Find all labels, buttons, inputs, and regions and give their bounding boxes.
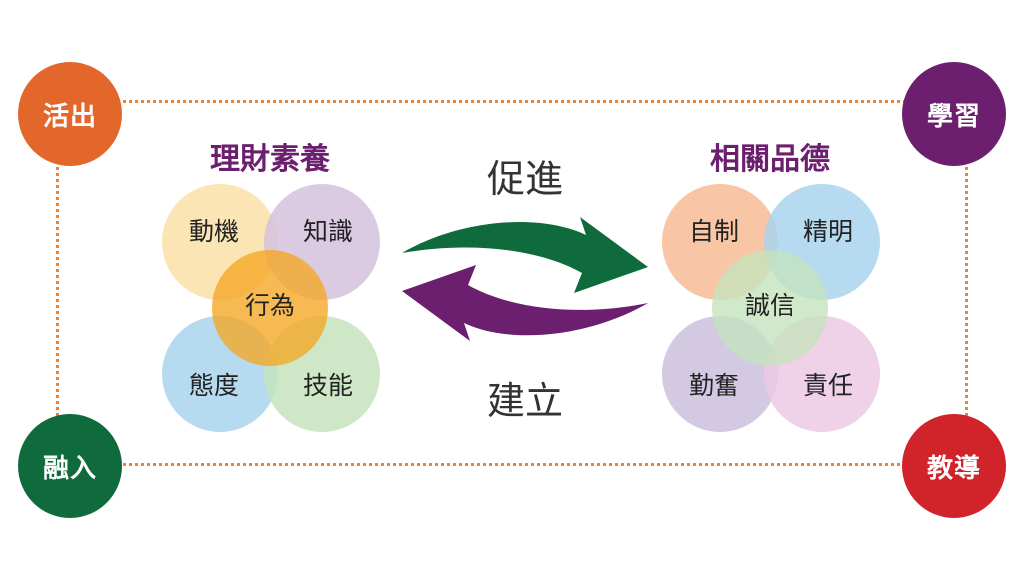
corner-top-right: 學習 [902, 62, 1006, 166]
corner-bottom-right: 教導 [902, 414, 1006, 518]
dotted-frame [56, 100, 968, 466]
corner-top-left: 活出 [18, 62, 122, 166]
bubble-label: 精明 [802, 217, 853, 246]
bubble-label: 技能 [302, 371, 353, 400]
right-group-title: 相關品德 [710, 142, 830, 177]
bubble-label: 勤奮 [688, 371, 739, 400]
bubble-label: 知識 [302, 217, 353, 246]
bubble-label: 責任 [802, 371, 853, 400]
cycle-arrows [402, 217, 648, 341]
bubble-label: 行為 [244, 291, 295, 320]
left-bubble-behavior: 行為 [212, 250, 328, 366]
arrow-label-promote: 促進 [486, 157, 563, 201]
right-bubble-integrity: 誠信 [712, 250, 828, 366]
arrow-right-icon [402, 217, 648, 293]
corner-label: 融入 [42, 453, 97, 484]
bubble-label: 自制 [688, 217, 739, 246]
corner-bottom-left: 融入 [18, 414, 122, 518]
left-group-title: 理財素養 [210, 142, 330, 177]
arrow-left-icon [402, 265, 648, 341]
corner-label: 教導 [926, 453, 981, 484]
bubble-label: 誠信 [744, 291, 795, 320]
corner-label: 學習 [926, 101, 981, 132]
corner-label: 活出 [42, 101, 97, 132]
bubble-label: 態度 [188, 371, 239, 400]
bubble-label: 動機 [188, 217, 239, 246]
arrow-label-build: 建立 [486, 379, 563, 423]
left-bubble-knowledge: 知識 [264, 184, 380, 300]
